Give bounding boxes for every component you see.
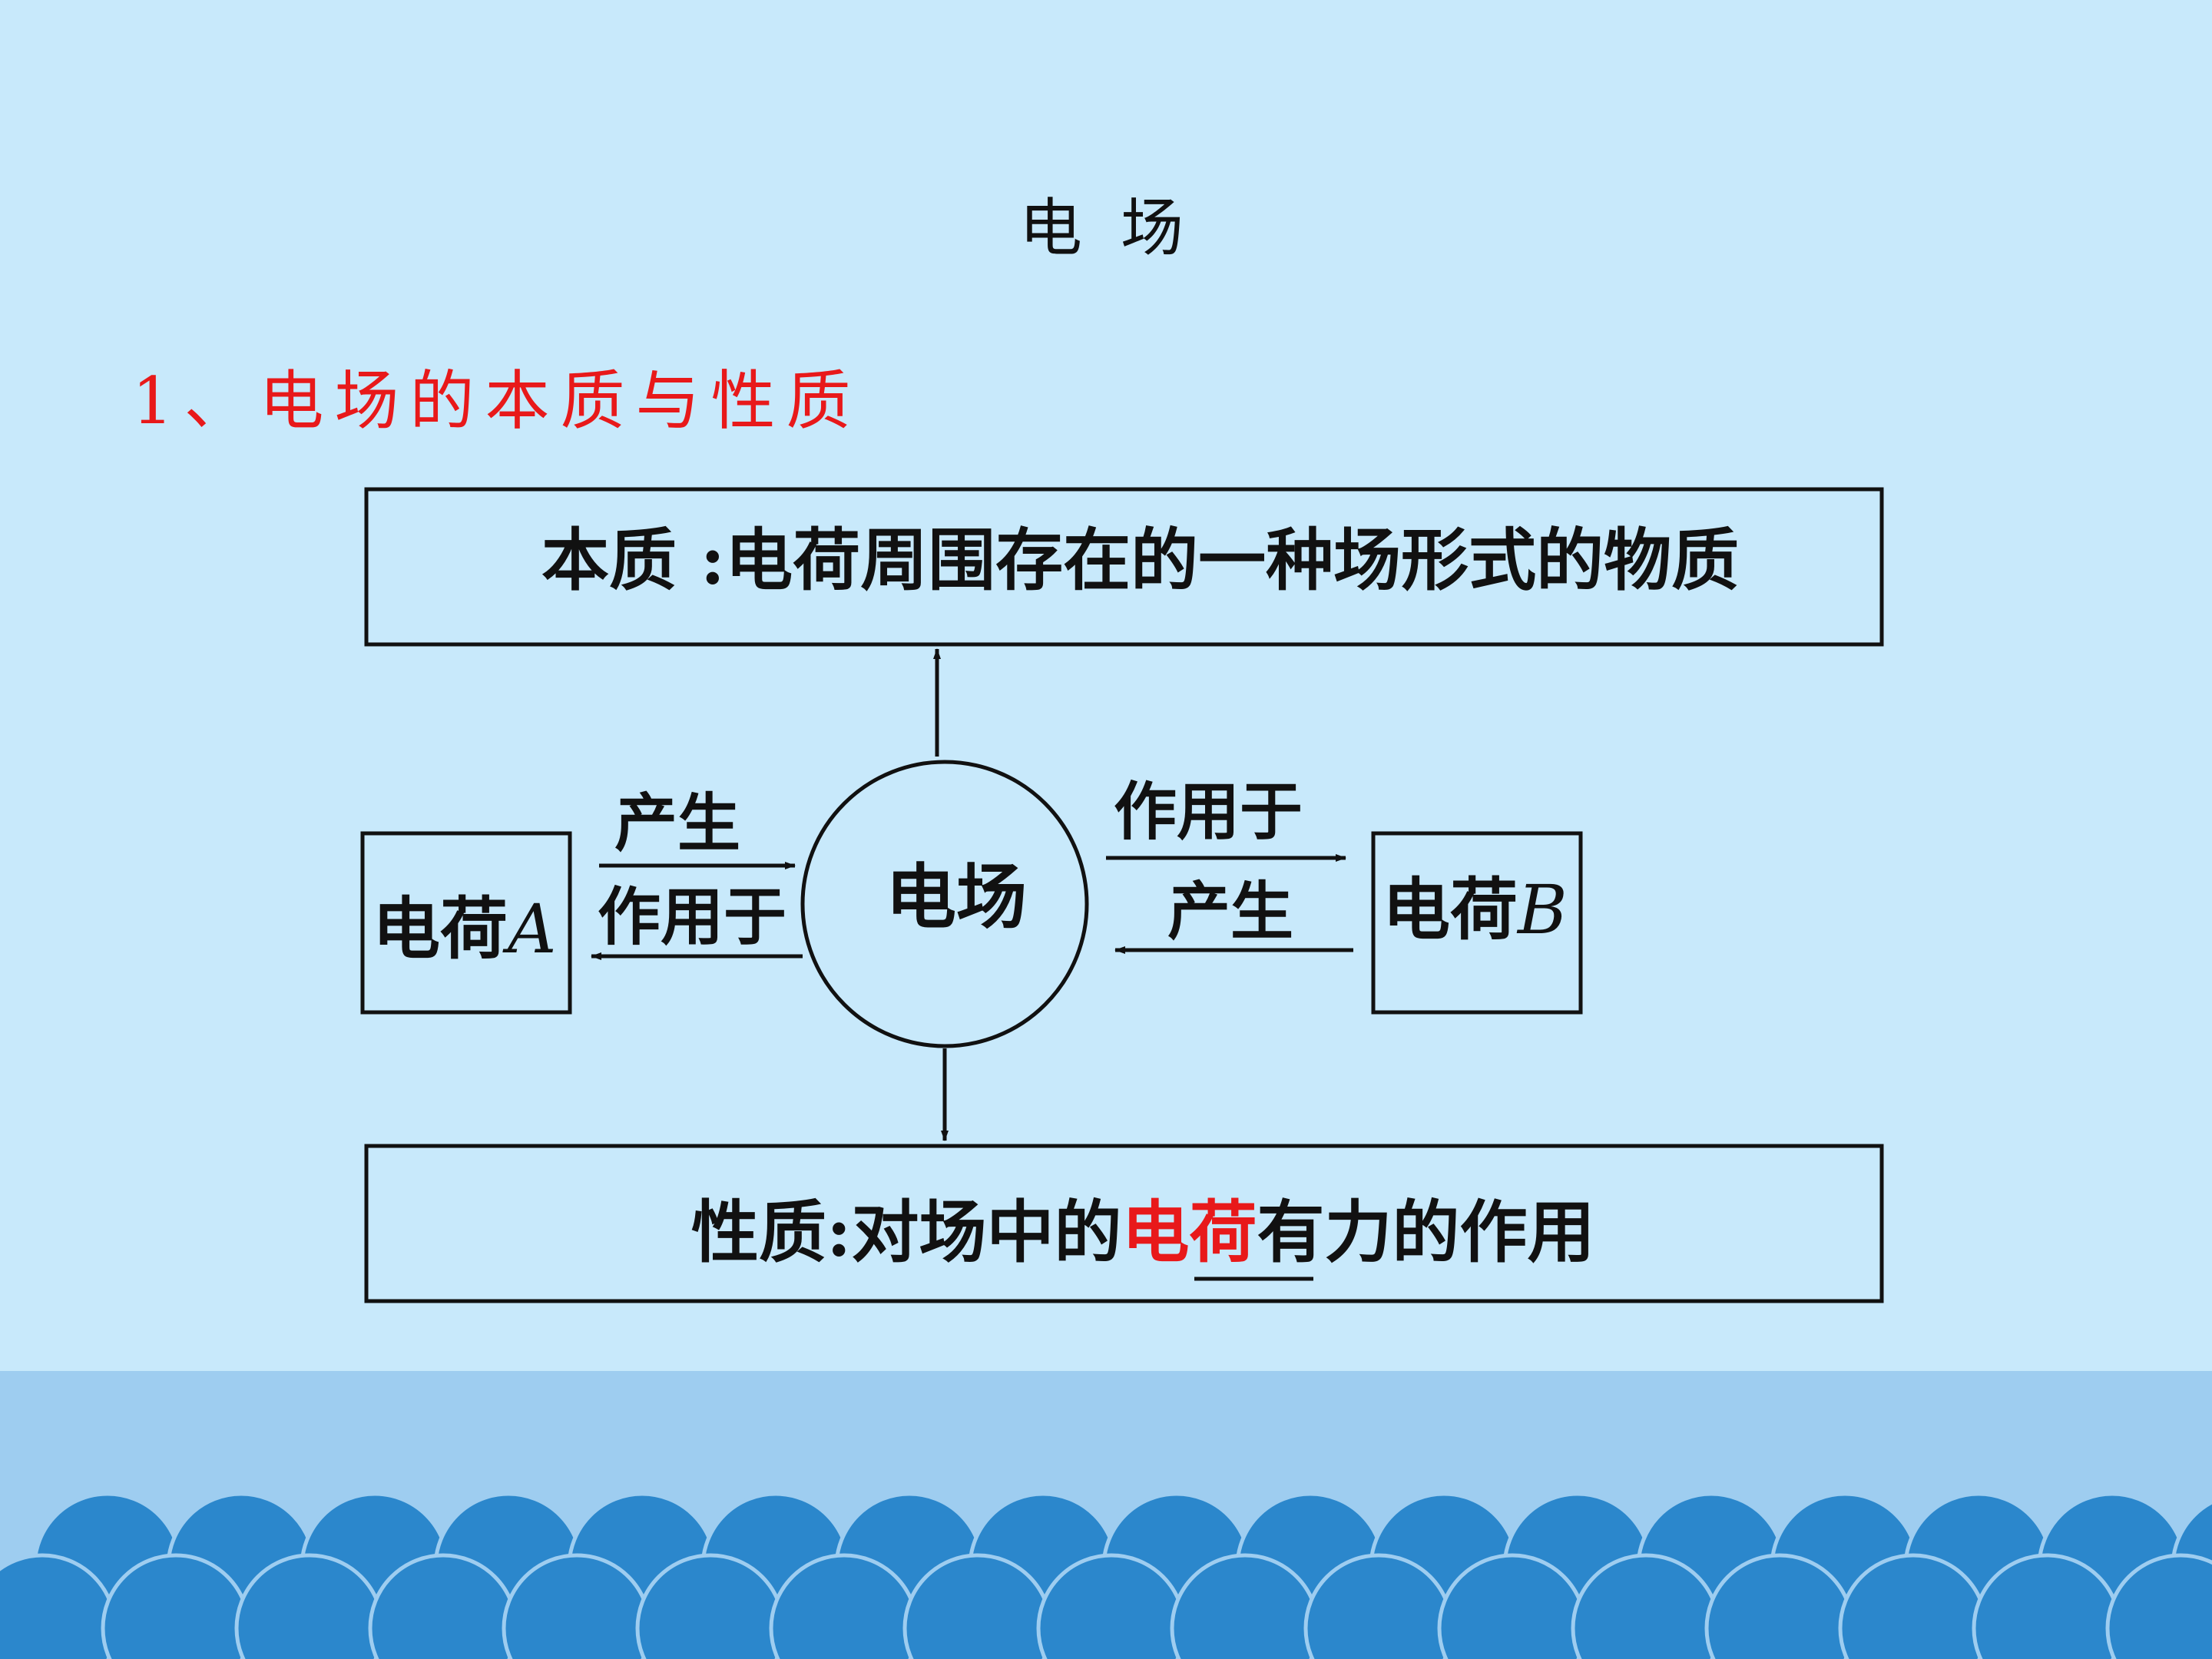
slide-title: 电 场 [1018,192,1194,265]
right-node-text: 电荷B [1382,869,1568,949]
property-suffix: 有力的作用 [1257,1192,1595,1272]
right-arrow-bottom-label: 产生 [1167,875,1293,949]
wave-scallop [2105,1553,2212,1659]
left-node-label: 电荷 [373,889,508,969]
property-box [364,1144,1884,1303]
right-node-label: 电荷 [1382,869,1518,949]
section-heading: 1、电场的本质与性质 [132,363,862,439]
left-arrow-top-label: 产生 [614,786,740,860]
center-node-label: 电场 [886,856,1027,939]
essence-box [364,487,1884,647]
property-prefix: 性质:对场中的 [691,1192,1122,1272]
essence-text: 本质 :电荷周围存在的一种场形式的物质 [541,520,1739,600]
right-arrow-top-label: 作用于 [1114,775,1303,849]
center-node-circle [800,760,1089,1048]
property-highlight: 电荷 [1122,1192,1257,1272]
right-node-letter: B [1516,870,1568,949]
right-node-box [1371,831,1583,1015]
property-text: 性质:对场中的电荷有力的作用 [691,1192,1595,1272]
left-node-box [360,831,572,1015]
left-node-text: 电荷A [373,889,557,969]
wave-decoration [0,1492,2212,1659]
left-node-letter: A [502,889,557,969]
left-arrow-bottom-label: 作用于 [598,880,786,954]
